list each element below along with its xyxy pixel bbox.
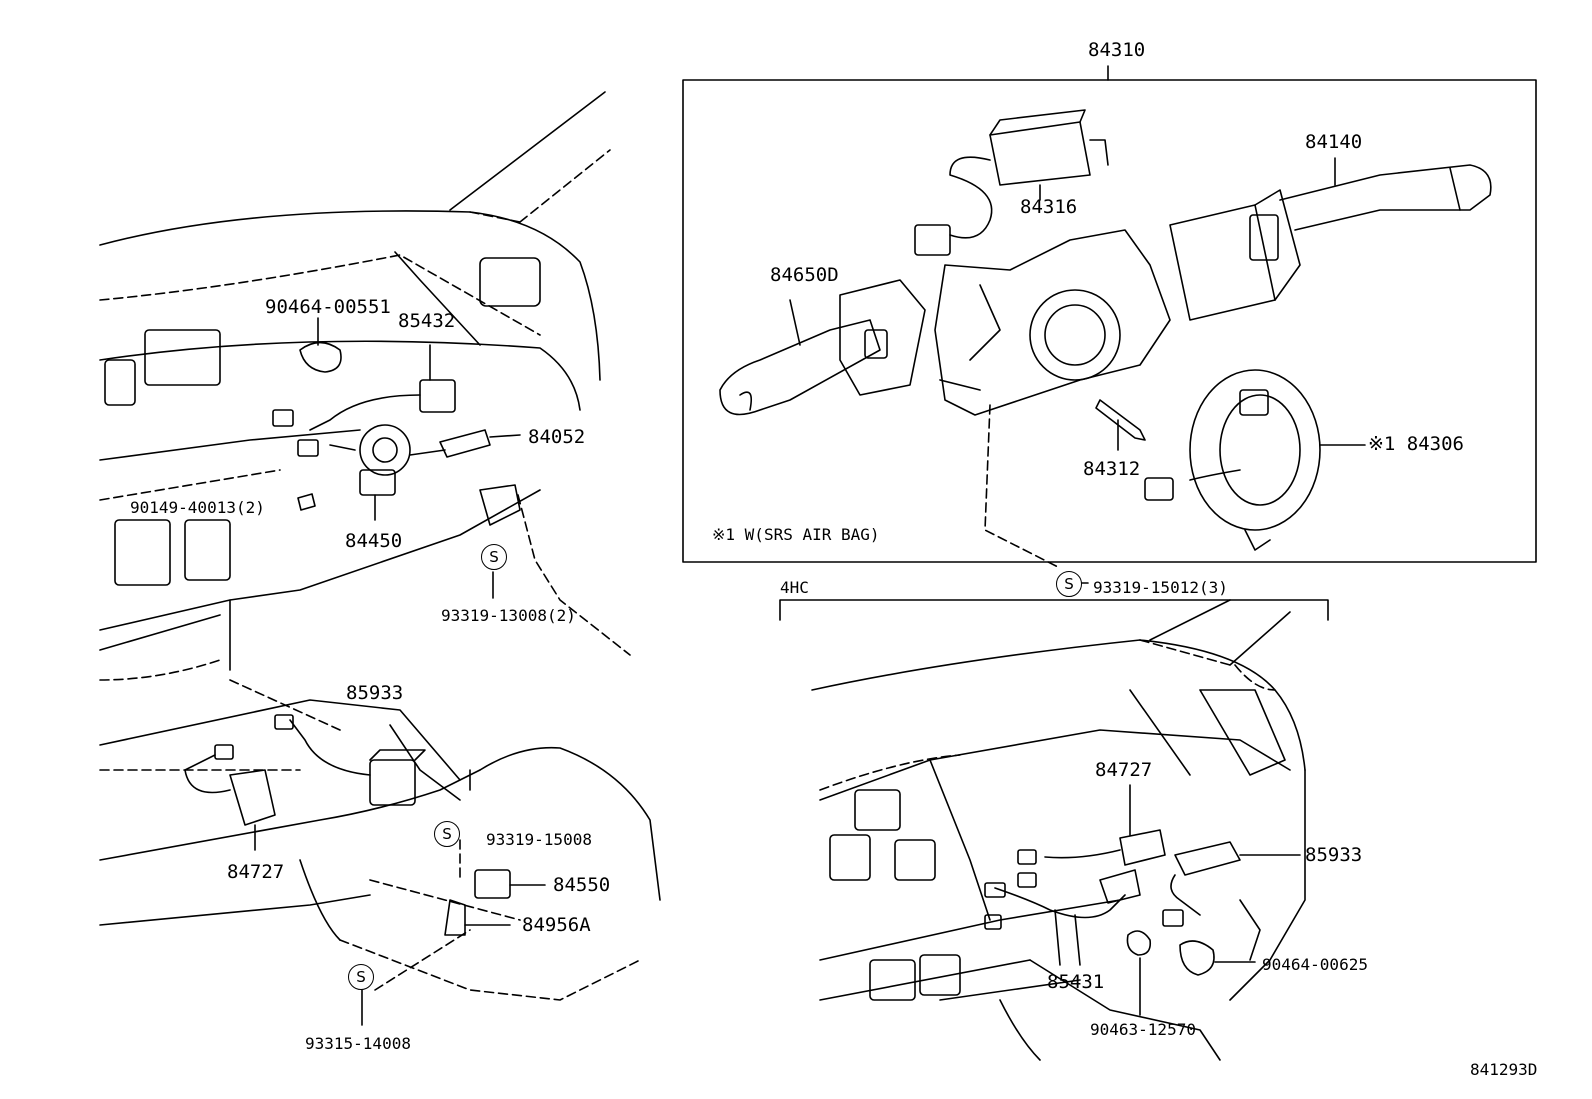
label-84140: 84140 — [1305, 131, 1363, 153]
label-84312: 84312 — [1083, 458, 1141, 480]
label-84956a: 84956A — [522, 914, 591, 936]
lower-left-dashboard-outline — [99, 699, 661, 1001]
wire-85431 — [984, 882, 1126, 966]
clamp-90464-00625 — [1179, 940, 1256, 976]
wiper-switch-84140 — [1169, 157, 1492, 321]
drawing-number: 841293D — [1470, 1060, 1538, 1079]
label-85933-left: 85933 — [346, 682, 404, 704]
label-84727-left: 84727 — [227, 861, 285, 883]
screw-symbol-93319-15012: S — [1056, 571, 1082, 597]
label-93319-13008: 93319-13008(2) — [441, 606, 576, 625]
clamp-90464-00551 — [299, 317, 342, 373]
right-dashboard-outline — [811, 599, 1306, 1061]
label-93319-15008: 93319-15008 — [486, 830, 592, 849]
label-84450: 84450 — [345, 530, 403, 552]
variant-label-4hc: 4HC — [780, 578, 809, 597]
turn-signal-switch-84650d — [719, 279, 926, 416]
label-84310: 84310 — [1088, 39, 1146, 61]
label-84306: ※1 84306 — [1368, 433, 1464, 455]
spiral-cable-84306 — [1144, 369, 1366, 551]
connectors-left — [272, 409, 319, 457]
label-90464-00551: 90464-00551 — [265, 296, 391, 318]
module-84727-right — [1017, 784, 1166, 904]
screw-84312 — [1095, 399, 1146, 451]
variant-4hc-bracket — [779, 582, 1329, 621]
module-84727-left — [184, 714, 294, 851]
relay-85933-right — [1162, 841, 1301, 927]
bolt-90149-40013 — [297, 493, 316, 511]
srs-airbag-note: ※1 W(SRS AIR BAG) — [712, 525, 880, 544]
label-85432: 85432 — [398, 310, 456, 332]
label-84550: 84550 — [553, 874, 611, 896]
label-90464-00625: 90464-00625 — [1262, 955, 1368, 974]
label-84650d: 84650D — [770, 264, 839, 286]
bracket-84956a — [444, 899, 511, 936]
combination-switch-box — [682, 65, 1537, 563]
relay-84316 — [914, 109, 1109, 256]
label-90463-12570: 90463-12570 — [1090, 1020, 1196, 1039]
screw-symbol-93319-13008: S — [481, 544, 507, 570]
screw-symbol-93315-14008: S — [348, 964, 374, 990]
relay-85432 — [309, 344, 456, 431]
left-dashboard-outline — [99, 91, 631, 731]
label-84727-right: 84727 — [1095, 759, 1153, 781]
sensor-84550 — [474, 869, 546, 899]
screw-symbol-93319-15008: S — [434, 821, 460, 847]
label-84316: 84316 — [1020, 196, 1078, 218]
label-84052: 84052 — [528, 426, 586, 448]
label-93315-14008: 93315-14008 — [305, 1034, 411, 1053]
label-85933-right: 85933 — [1305, 844, 1363, 866]
switch-body-84310 — [934, 229, 1171, 569]
switch-84450 — [329, 424, 446, 521]
sensor-84052 — [439, 429, 521, 458]
relay-85933-left — [289, 719, 461, 806]
label-90149-40013: 90149-40013(2) — [130, 498, 265, 517]
label-85431: 85431 — [1047, 971, 1105, 993]
label-93319-15012: 93319-15012(3) — [1093, 578, 1228, 597]
clamp-90463-12570 — [1126, 930, 1152, 1016]
